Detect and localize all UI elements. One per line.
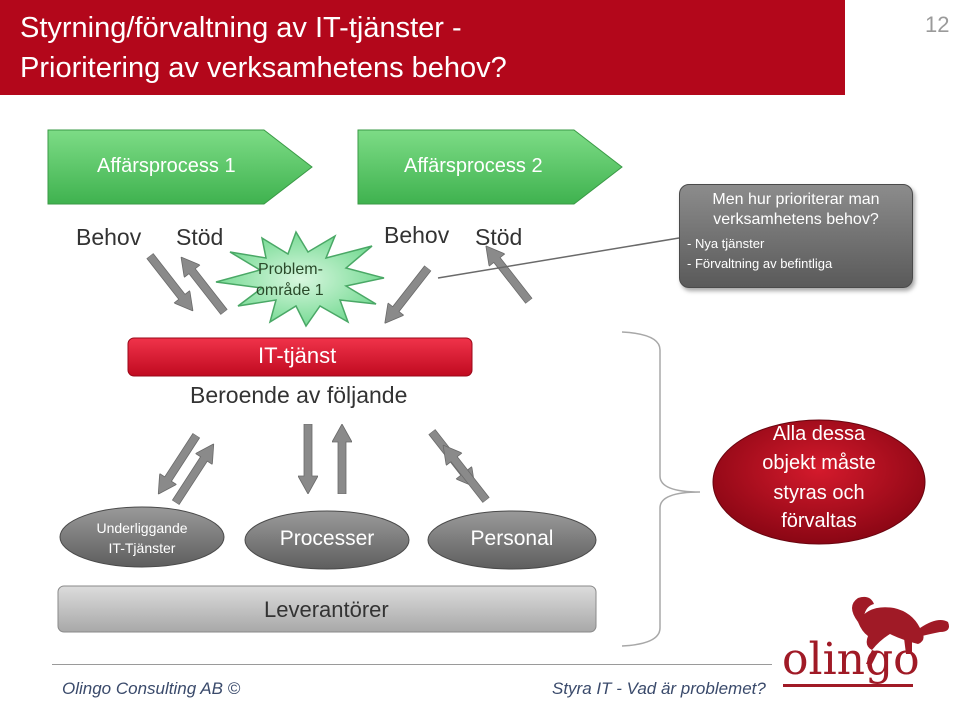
process2-arrow: [357, 129, 623, 205]
behov1-label: Behov: [76, 224, 142, 250]
problem-label-line2: område 1: [256, 282, 324, 299]
process2-label: Affärsprocess 2: [404, 155, 543, 177]
suppliers-label: Leverantörer: [264, 597, 389, 622]
problem-label-line1: Problem-: [258, 261, 323, 278]
depends-label: Beroende av följande: [190, 382, 408, 408]
dep-arrow-processes-down: [298, 424, 318, 494]
personnel-oval: [427, 510, 597, 570]
suppliers-bar: [57, 585, 597, 633]
process1-label: Affärsprocess 1: [97, 155, 236, 177]
behov2-label: Behov: [384, 222, 450, 248]
conclusion-line4: förvaltas: [781, 510, 857, 532]
bracket: [621, 331, 701, 647]
logo-text: olingo: [782, 634, 920, 685]
callout-item-new: - Nya tjänster: [687, 236, 765, 251]
processes-label: Processer: [279, 527, 375, 550]
dep-arrow-personal-up: [435, 438, 494, 507]
behov1-arrow: [142, 249, 201, 318]
callout-question: Men hur prioriterar man verksamhetens be…: [712, 191, 880, 228]
conclusion-line3: styras och: [773, 482, 865, 504]
underlying-label-line2: IT-Tjänster: [108, 540, 176, 556]
footer-right: Styra IT - Vad är problemet?: [552, 679, 766, 698]
underlying-services-oval: [59, 506, 225, 568]
stod2-label: Stöd: [475, 224, 523, 250]
priority-callout: Men hur prioriterar man verksamhetens be…: [679, 184, 913, 288]
conclusion-line1: Alla dessa: [772, 423, 866, 445]
footer-rule: [52, 664, 772, 665]
slide-title: Styrning/förvaltning av IT-tjänster - Pr…: [20, 12, 507, 84]
it-service-label: IT-tjänst: [258, 343, 337, 368]
logo-underline: [783, 684, 913, 687]
processes-oval: [244, 510, 410, 570]
conclusion-line2: objekt måste: [762, 452, 876, 474]
stod1-label: Stöd: [176, 224, 224, 250]
process1-arrow: [47, 129, 313, 205]
problem-starburst: [215, 230, 385, 328]
behov2-arrow: [376, 262, 436, 330]
stod1-arrow: [173, 250, 232, 319]
callout-item-maintain: - Förvaltning av befintliga: [687, 256, 833, 271]
footer-left: Olingo Consulting AB ©: [62, 679, 241, 698]
page-number: 12: [925, 12, 950, 37]
dep-arrow-processes-up: [332, 424, 352, 494]
personnel-label: Personal: [470, 527, 554, 550]
callout-connector: [437, 237, 680, 279]
conclusion-oval: [712, 419, 926, 545]
underlying-label-line1: Underliggande: [96, 520, 188, 536]
title-bar: [0, 0, 845, 95]
it-service-bar: [127, 337, 473, 377]
logo-cat-icon: [852, 596, 949, 664]
